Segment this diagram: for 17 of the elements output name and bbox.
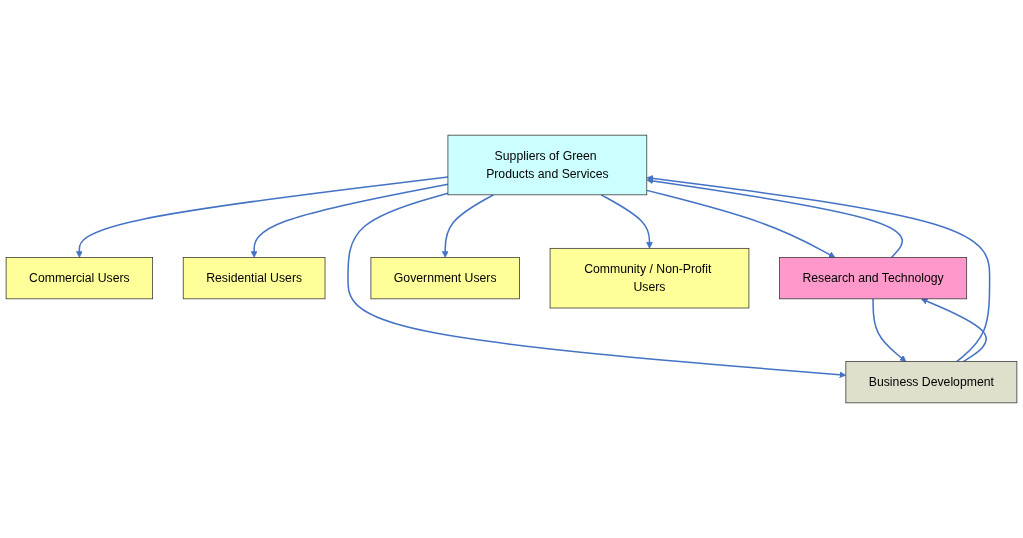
arrow — [250, 183, 449, 258]
node-box: Commercial Users — [5, 257, 153, 300]
arrow — [646, 175, 991, 363]
arrow — [872, 298, 907, 362]
node-box: Research and Technology — [779, 257, 968, 300]
arrow — [646, 189, 836, 258]
arrow — [646, 177, 904, 259]
node-box: Community / Non-Profit Users — [549, 247, 750, 309]
node-box: Residential Users — [182, 257, 326, 300]
arrow — [441, 194, 495, 258]
node-box: Suppliers of Green Products and Services — [447, 134, 648, 196]
arrow — [76, 176, 449, 258]
node-box: Government Users — [370, 257, 520, 300]
arrow — [600, 194, 653, 249]
arrow — [347, 192, 847, 379]
arrow — [920, 298, 987, 363]
node-box: Business Development — [845, 361, 1018, 404]
